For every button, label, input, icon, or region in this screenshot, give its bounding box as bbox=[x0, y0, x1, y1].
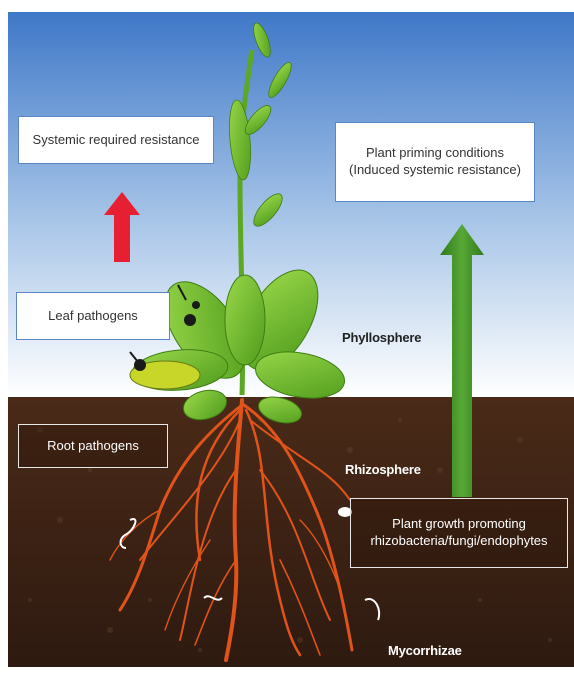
leaf-pathogens-box: Leaf pathogens bbox=[16, 292, 170, 340]
root-pathogens-label: Root pathogens bbox=[47, 438, 139, 455]
priming-line-2: (Induced systemic resistance) bbox=[349, 162, 521, 179]
pgp-line-1: Plant growth promoting bbox=[392, 516, 526, 533]
systemic-resistance-box: Systemic required resistance bbox=[18, 116, 214, 164]
pgp-box: Plant growth promoting rhizobacteria/fun… bbox=[350, 498, 568, 568]
leaf-pathogens-label: Leaf pathogens bbox=[48, 308, 138, 325]
priming-line-1: Plant priming conditions bbox=[366, 145, 504, 162]
phyllosphere-label: Phyllosphere bbox=[342, 330, 421, 345]
pgp-line-2: rhizobacteria/fungi/endophytes bbox=[370, 533, 547, 550]
root-pathogens-box: Root pathogens bbox=[18, 424, 168, 468]
priming-conditions-box: Plant priming conditions (Induced system… bbox=[335, 122, 535, 202]
mycorrhizae-label: Mycorrhizae bbox=[388, 643, 462, 658]
systemic-resistance-label: Systemic required resistance bbox=[33, 132, 200, 149]
rhizosphere-label: Rhizosphere bbox=[345, 462, 421, 477]
